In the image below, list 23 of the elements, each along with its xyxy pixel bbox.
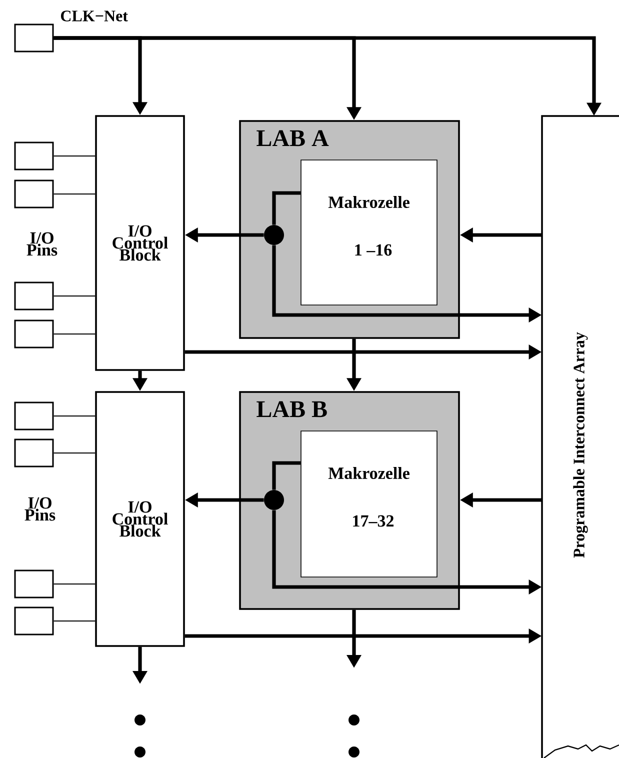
pin-box bbox=[14, 142, 54, 170]
connector-line bbox=[53, 452, 96, 454]
junction-dot bbox=[264, 490, 284, 510]
pin-box bbox=[14, 180, 54, 208]
connector-line bbox=[53, 620, 96, 622]
interconnect-array: Programable Interconnect Array bbox=[541, 115, 619, 758]
connector-line bbox=[272, 191, 301, 225]
macrocell-box: Makrozelle 17–32 bbox=[300, 430, 438, 578]
pin-box bbox=[14, 320, 54, 348]
pin-box bbox=[14, 282, 54, 310]
net-label: CLK−Net bbox=[60, 10, 128, 22]
pin-label: I/O Pins bbox=[24, 497, 56, 521]
pin-box bbox=[14, 24, 54, 52]
pin-box bbox=[14, 570, 54, 598]
junction-dot bbox=[264, 225, 284, 245]
macrocell-box: Makrozelle 1 –16 bbox=[300, 160, 438, 306]
control-block: I/O Control Block bbox=[95, 391, 185, 647]
pin-box bbox=[14, 606, 54, 636]
control-block: I/O Control Block bbox=[95, 115, 185, 371]
pin-box bbox=[14, 402, 54, 430]
connector-line bbox=[272, 461, 301, 490]
pin-box bbox=[14, 438, 54, 468]
pin-label: I/O Pins bbox=[26, 232, 58, 256]
